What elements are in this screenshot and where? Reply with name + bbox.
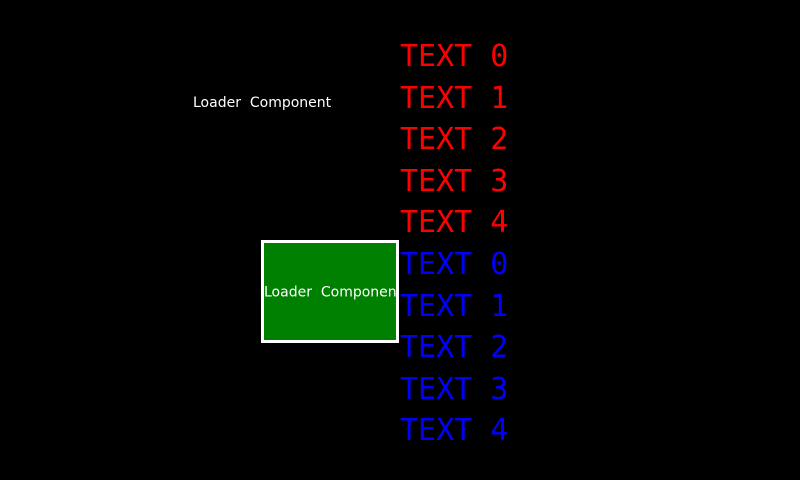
list-item-red-3[interactable]: TEXT 3 (400, 163, 509, 199)
loader-component-box-label: Loader Component (264, 284, 399, 301)
list-item-blue-1[interactable]: TEXT 1 (400, 288, 509, 324)
list-item-red-4[interactable]: TEXT 4 (400, 205, 509, 241)
list-item-red-0[interactable]: TEXT 0 (400, 39, 509, 75)
loader-component-label: Loader Component (193, 95, 332, 111)
list-item-blue-4[interactable]: TEXT 4 (400, 413, 509, 449)
list-item-red-2[interactable]: TEXT 2 (400, 122, 509, 158)
list-item-blue-3[interactable]: TEXT 3 (400, 371, 509, 407)
list-item-blue-2[interactable]: TEXT 2 (400, 330, 509, 366)
loader-component-box[interactable]: Loader Component (261, 240, 399, 343)
list-item-blue-0[interactable]: TEXT 0 (400, 247, 509, 282)
list-item-red-1[interactable]: TEXT 1 (400, 80, 509, 116)
text-list: TEXT 0 TEXT 1 TEXT 2 TEXT 3 TEXT 4 TEXT … (400, 36, 508, 451)
